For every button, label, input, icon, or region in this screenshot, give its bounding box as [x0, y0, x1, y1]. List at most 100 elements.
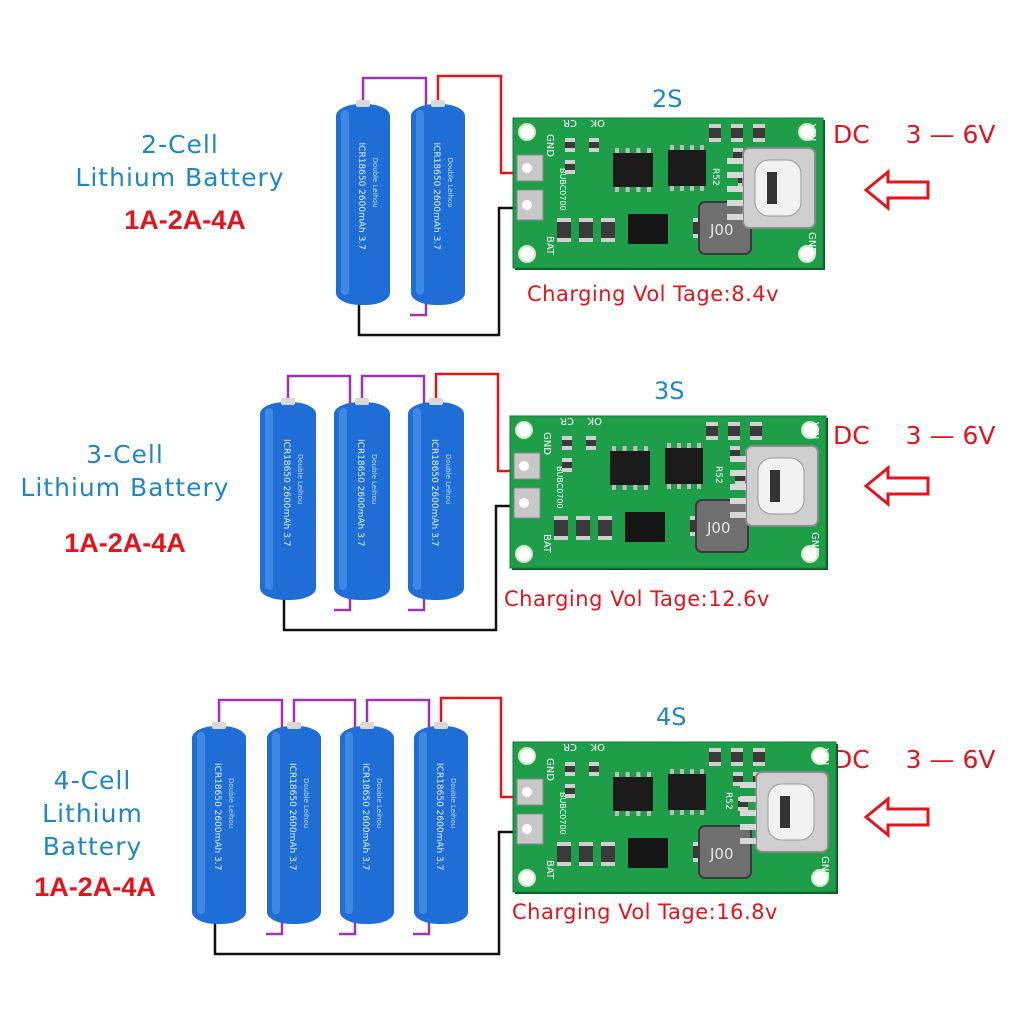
smd-part: [589, 138, 599, 152]
usb-c-opening: [757, 457, 805, 515]
battery-terminal: [431, 100, 445, 107]
silk-cr: CR: [560, 415, 574, 426]
ic-pin: [700, 186, 704, 191]
battery-print-model: ICR18650 2600mAh 3.7: [281, 439, 291, 546]
battery-highlight: [345, 732, 353, 914]
silk-bat: BAT: [544, 860, 555, 880]
mount-hole: [518, 245, 536, 263]
battery-print-model: ICR18650 2600mAh 3.7: [429, 439, 439, 546]
ic-pin: [625, 811, 630, 816]
smd-part: [709, 748, 721, 766]
ic-pin: [700, 145, 704, 150]
smd-end: [557, 238, 571, 242]
ic-pin: [636, 148, 641, 153]
dc-text: DC: [833, 120, 870, 149]
ic-pin: [625, 187, 630, 192]
wire: [282, 504, 518, 632]
smd-part: [554, 516, 568, 540]
battery-print-brand: Double Leihou: [370, 454, 378, 504]
smd-end: [733, 772, 743, 776]
smd-part: [706, 422, 718, 440]
smd-part: [753, 748, 765, 766]
usb-c-tongue: [770, 470, 780, 502]
ic-pin: [615, 187, 619, 192]
smd-part: [565, 784, 575, 798]
battery-cell-icon: Double Leihou ICR18650 2600mAh 3.7: [340, 722, 394, 924]
ic-pin: [700, 769, 704, 774]
dc-label-2s: DC 3 — 6V: [833, 120, 995, 149]
battery-terminal: [356, 100, 370, 107]
silk-vin: VIN: [806, 124, 817, 141]
mount-hole: [518, 869, 536, 887]
pad-hole: [522, 787, 532, 797]
ic-pin: [636, 187, 641, 192]
ic-pin: [670, 810, 674, 815]
battery-terminal: [429, 398, 443, 405]
arrow-left-icon: [863, 168, 930, 212]
ic-pin: [644, 446, 648, 451]
ic-chip: [613, 153, 653, 187]
smd-end: [554, 536, 568, 540]
ic-chip: [613, 777, 653, 811]
mount-hole: [801, 545, 819, 563]
battery-print-brand: Double Leihou: [375, 778, 383, 828]
smd-end: [750, 436, 762, 440]
ic-pin: [622, 446, 627, 451]
battery-print-model: ICR18650 2600mAh 3.7: [360, 763, 370, 870]
smd-end: [601, 862, 615, 866]
silk-vin: VIN: [819, 748, 830, 765]
ic-pin: [622, 485, 627, 490]
smd-end: [565, 148, 575, 152]
arrow-shape: [863, 464, 930, 508]
ic-pin: [680, 145, 684, 150]
mosfet: [628, 214, 668, 244]
usb-c-pin: [730, 470, 746, 476]
smd-end: [565, 762, 575, 766]
battery-print-brand: Double Leihou: [227, 778, 235, 828]
smd-part: [750, 422, 762, 440]
ic-pin: [644, 485, 648, 490]
battery-print-brand: Double Leihou: [371, 158, 379, 208]
battery-highlight: [341, 110, 349, 295]
ic-pin: [680, 769, 684, 774]
ic-pin: [687, 443, 691, 448]
usb-c-pin: [727, 214, 743, 220]
ic-pin: [697, 443, 701, 448]
smd-end: [589, 772, 599, 776]
usb-c-pin: [730, 456, 746, 462]
usb-c-opening: [754, 159, 802, 217]
ic-chip: [665, 448, 703, 484]
mount-hole: [518, 747, 536, 765]
smd-end: [562, 446, 572, 450]
series-label-4s: 4S: [656, 703, 687, 731]
smd-end: [731, 748, 743, 752]
smd-part: [565, 160, 575, 174]
ic-pin: [633, 446, 638, 451]
smd-part: [562, 436, 572, 450]
ic-pin: [680, 186, 684, 191]
smd-part: [565, 762, 575, 776]
pad-hole: [522, 163, 532, 173]
silk-gnd: GND: [544, 134, 555, 157]
wire: [365, 698, 431, 936]
charging-label-4s: Charging Vol Tage:16.8v: [512, 900, 778, 924]
pad-bat: [513, 487, 541, 519]
ic-pin: [670, 769, 674, 774]
usb-c-pin: [727, 172, 743, 178]
mount-hole: [798, 123, 816, 141]
pad-hole: [522, 824, 532, 834]
smd-end: [601, 842, 615, 846]
smd-end: [709, 748, 721, 752]
smd-end: [554, 516, 568, 520]
dc-label-3s: DC 3 — 6V: [833, 421, 995, 450]
smd-end: [557, 842, 571, 846]
ic-pin: [636, 772, 641, 777]
usb-c-pin: [727, 200, 743, 206]
